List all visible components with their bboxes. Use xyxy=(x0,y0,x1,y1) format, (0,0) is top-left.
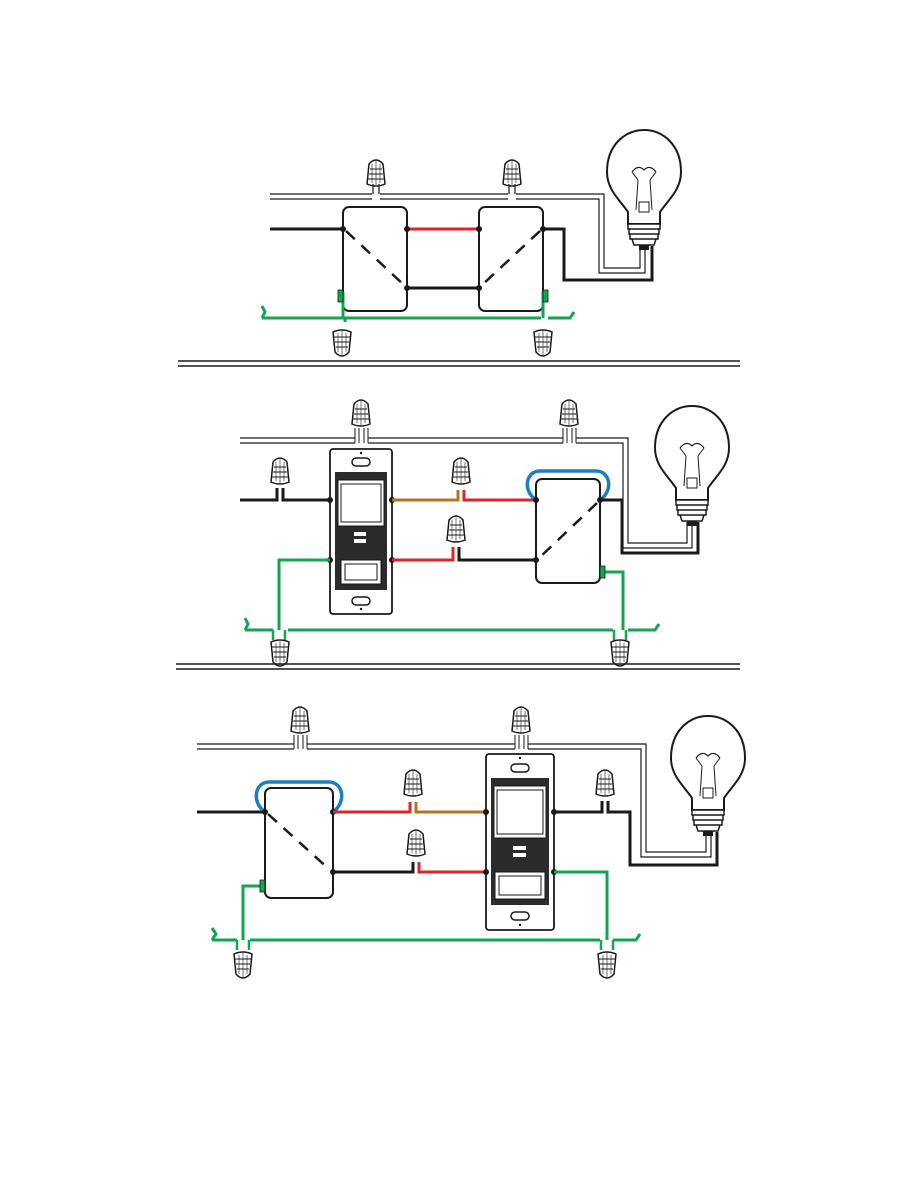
panel-divider xyxy=(176,664,740,669)
wire-nut-icon xyxy=(271,640,289,666)
neutral-wire xyxy=(270,194,372,199)
traveler-red-wire xyxy=(464,490,536,500)
wire-nut-icon xyxy=(611,640,629,666)
wire-nut-icon xyxy=(447,516,465,542)
wire-nut-icon xyxy=(503,160,521,186)
ground-wire xyxy=(262,306,345,322)
wire-nut-icon xyxy=(596,770,614,796)
wire-nut-icon xyxy=(534,330,552,356)
wire-nut-icon xyxy=(407,830,425,856)
three-way-switch-icon xyxy=(536,479,600,583)
traveler-brown-wire xyxy=(392,490,458,500)
wire-nut-icon xyxy=(352,400,370,426)
panel-smart-switch-load-side xyxy=(197,707,745,978)
wire-nut-icon xyxy=(560,400,578,426)
light-bulb-icon xyxy=(607,130,681,250)
smart-switch-icon xyxy=(330,449,392,614)
smart-switch-icon xyxy=(486,754,554,930)
wire-nut-icon xyxy=(367,160,385,186)
wire-nut-icon xyxy=(271,458,289,484)
panel-divider xyxy=(178,361,740,366)
wire-nut-icon xyxy=(234,952,252,978)
wire-nut-icon xyxy=(291,707,309,733)
light-bulb-icon xyxy=(671,716,745,836)
panel-two-three-way-switches xyxy=(262,130,681,356)
wire-nut-icon xyxy=(333,330,351,356)
three-way-switch-icon xyxy=(343,207,407,311)
wire-nut-icon xyxy=(452,458,470,484)
wire-nut-icon xyxy=(512,707,530,733)
three-way-switch-icon xyxy=(479,207,543,311)
wire-nut-icon xyxy=(404,770,422,796)
wire-nut-icon xyxy=(598,952,616,978)
panel-smart-switch-line-side xyxy=(240,400,729,666)
light-bulb-icon xyxy=(655,406,729,526)
